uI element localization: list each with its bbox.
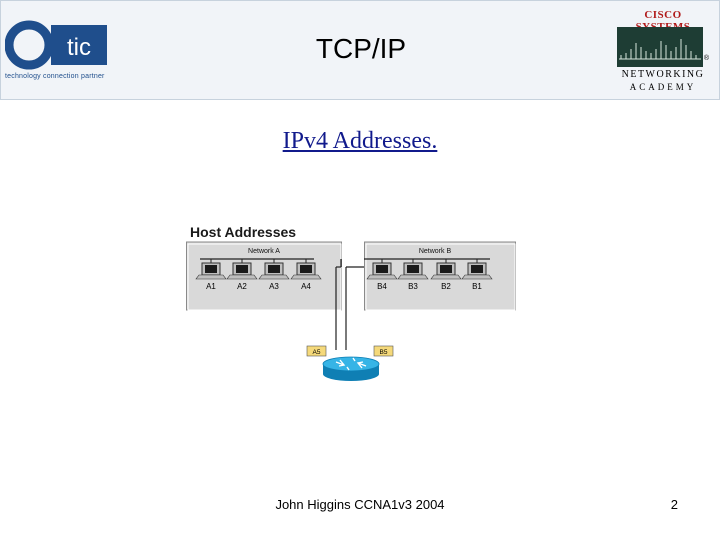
host-a2: A2	[226, 259, 258, 291]
port-b5: B5	[373, 345, 394, 357]
host-label-b4: B4	[377, 282, 387, 291]
host-label-a4: A4	[301, 282, 311, 291]
header-bar: tic technology connection partner TCP/IP…	[0, 0, 720, 100]
slide-subtitle: IPv4 Addresses.	[282, 128, 438, 154]
host-label-b1: B1	[472, 282, 482, 291]
cisco-logo: CISCO SYSTEMS ® NETWORKING ACADEMY	[617, 9, 709, 93]
host-label-a2: A2	[237, 282, 247, 291]
host-label-b2: B2	[441, 282, 451, 291]
port-a5: A5	[306, 345, 327, 357]
otic-tagline: technology connection partner	[5, 73, 105, 80]
host-b2: B2	[430, 259, 462, 291]
port-label-b5: B5	[380, 349, 388, 356]
host-b3: B3	[397, 259, 429, 291]
host-addresses-diagram: Host Addresses Network A A1 A2 A3	[186, 224, 516, 381]
host-label-b3: B3	[408, 282, 418, 291]
diagram-title: Host Addresses	[190, 224, 296, 240]
host-b1: B1	[461, 259, 493, 291]
router-icon	[322, 356, 380, 381]
cisco-registered-mark: ®	[703, 55, 709, 62]
network-a-box: Network A A1 A2 A3 A4	[186, 241, 342, 311]
host-label-a3: A3	[269, 282, 279, 291]
page-title: TCP/IP	[315, 33, 407, 64]
cisco-academy: ACADEMY	[629, 82, 697, 92]
host-a1: A1	[195, 259, 227, 291]
cisco-networking: NETWORKING	[621, 69, 705, 80]
network-a-label: Network A	[248, 248, 280, 255]
host-a3: A3	[258, 259, 290, 291]
page-number: 2	[670, 497, 678, 512]
cisco-bridge-icon	[617, 27, 703, 67]
port-label-a5: A5	[313, 349, 321, 356]
network-b-box: Network B B4 B3 B2	[345, 241, 516, 350]
footer-credit: John Higgins CCNA1v3 2004	[275, 497, 445, 512]
host-a4: A4	[290, 259, 322, 291]
network-b-label: Network B	[419, 248, 452, 255]
otic-logo: tic	[5, 20, 107, 70]
otic-logo-mark: tic	[67, 34, 91, 61]
host-b4: B4	[366, 259, 398, 291]
host-label-a1: A1	[206, 282, 216, 291]
